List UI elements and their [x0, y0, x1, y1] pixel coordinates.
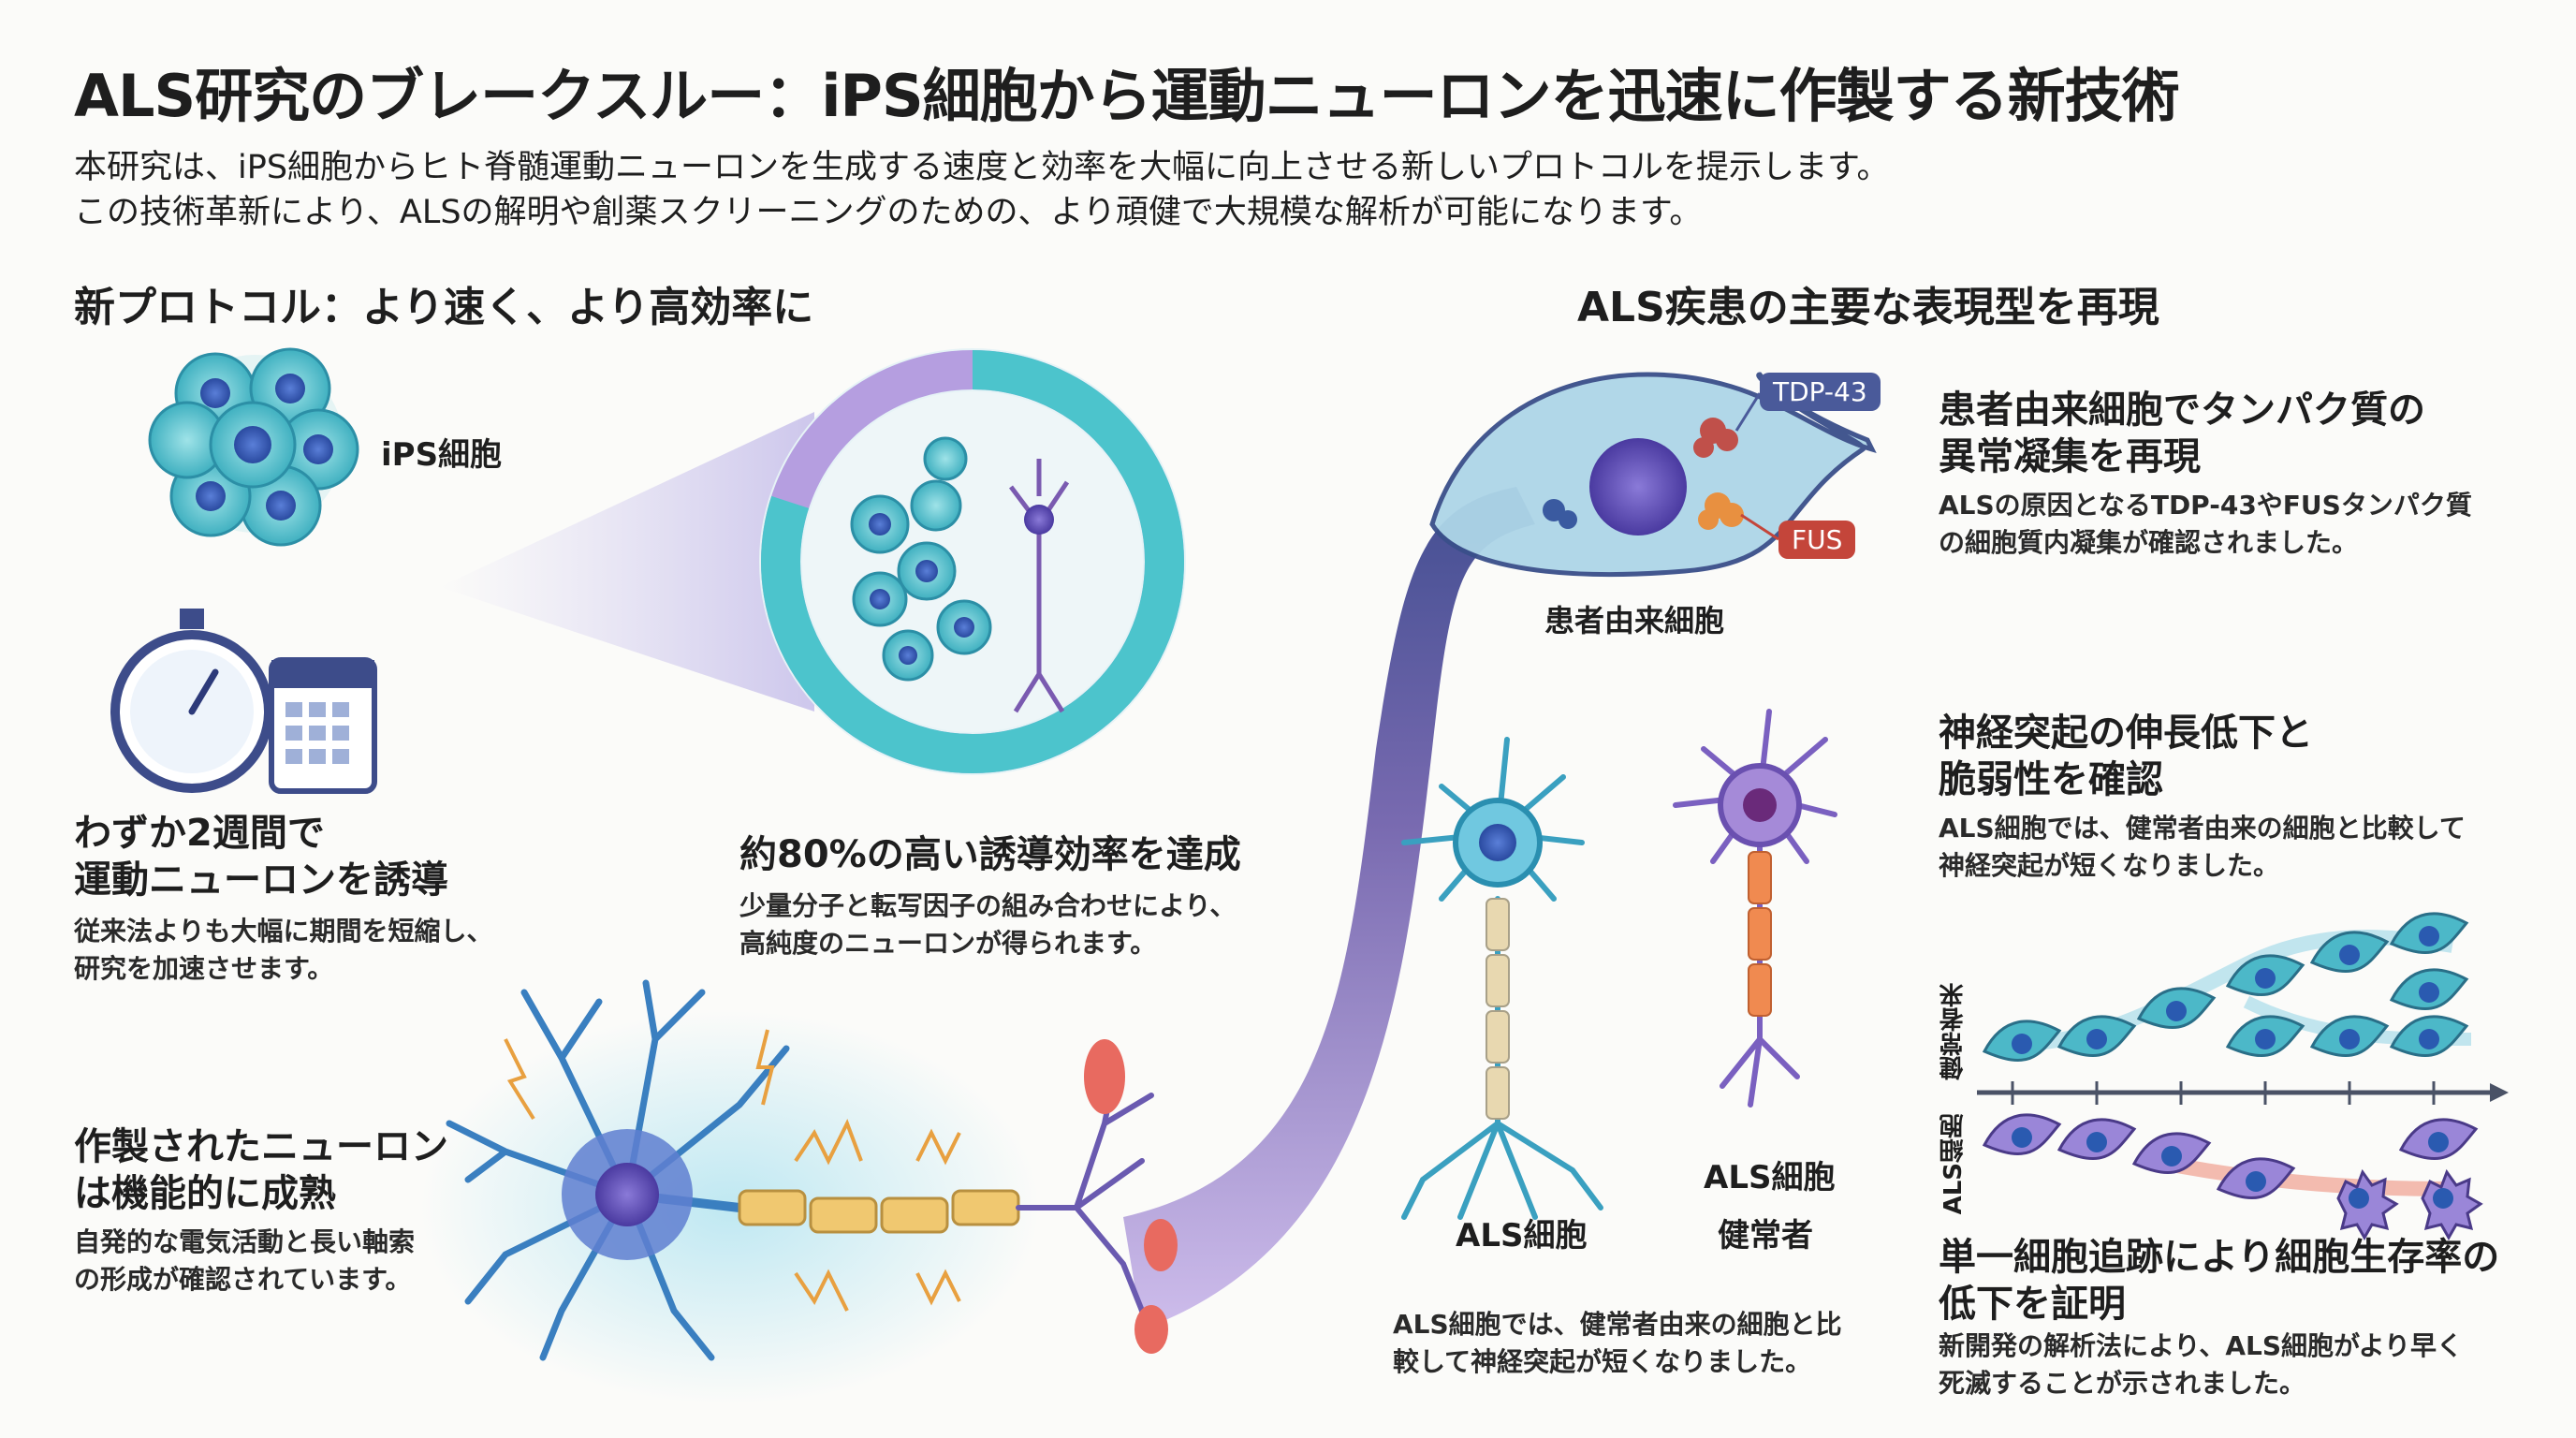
left-section-heading: 新プロトコル：より速く、より高効率に [74, 284, 814, 331]
neurite-desc-1: ALS細胞では、健常者由来の細胞と比較して [1939, 813, 2466, 844]
tracking-als-row-label: ALS細胞 [1939, 1114, 1968, 1215]
right-section-heading: ALS疾患の主要な表現型を再現 [1577, 284, 2159, 331]
aggregation-desc-1: ALSの原因となるTDP-43やFUSタンパク質 [1939, 490, 2472, 521]
speed-desc-2: 研究を加速させます。 [74, 953, 334, 984]
healthy-tracked-cell-nucleus [2012, 1034, 2032, 1054]
stopwatch-icon [110, 609, 273, 793]
ips-cell-label: iPS細胞 [381, 436, 503, 474]
cell-tracking-timeline [1977, 912, 2509, 1241]
zoom-cone [440, 412, 814, 712]
tracking-heading-1: 単一細胞追跡により細胞生存率の [1939, 1236, 2500, 1279]
fus-tag: FUS [1778, 521, 1856, 559]
aggregation-heading-1: 患者由来細胞でタンパク質の [1939, 389, 2425, 432]
efficiency-desc-1: 少量分子と転写因子の組み合わせにより、 [739, 890, 1237, 921]
speed-desc-1: 従来法よりも大幅に期間を短縮し、 [74, 916, 493, 946]
maturation-heading-1: 作製されたニューロン [74, 1125, 448, 1168]
healthy-tracked-cell-nucleus [2419, 982, 2439, 1003]
mature-neuron-illustration [421, 979, 1178, 1404]
efficiency-heading: 約80%の高い誘導効率を達成 [739, 833, 1241, 876]
healthy-tracked-cell-nucleus [2255, 1029, 2276, 1049]
als-neuron-right-label: ALS細胞 [1704, 1159, 1836, 1196]
tracking-desc-1: 新開発の解析法により、ALS細胞がより早く [1939, 1330, 2464, 1361]
connecting-ribbon [1123, 487, 1535, 1329]
aggregation-heading-2: 異常凝集を再現 [1939, 435, 2201, 478]
als-tracked-cell-nucleus [2086, 1132, 2107, 1152]
efficiency-ring [759, 348, 1186, 775]
ips-cell-cluster-icon [148, 347, 359, 547]
subtitle-line-2: この技術革新により、ALSの解明や創薬スクリーニングのための、より頑健で大規模な… [74, 194, 1703, 231]
als-tracked-cell-nucleus [2161, 1146, 2182, 1167]
als-neuron-left-illustration [1401, 737, 1603, 1220]
page-title: ALS研究のブレークスルー：iPS細胞から運動ニューロンを迅速に作製する新技術 [74, 62, 2180, 130]
healthy-tracked-cell-nucleus [2419, 926, 2439, 946]
speed-heading-1: わずか2週間で [74, 812, 325, 855]
tracking-heading-2: 低下を証明 [1939, 1283, 2126, 1326]
healthy-neuron-label: 健常者 [1718, 1217, 1813, 1255]
neurite-heading-1: 神経突起の伸長低下と [1939, 712, 2313, 755]
tracking-healthy-row-label: 健常者来 [1939, 983, 1968, 1080]
healthy-tracked-cell-nucleus [2339, 1029, 2360, 1049]
aggregation-desc-2: の細胞質内凝集が確認されました。 [1939, 527, 2359, 558]
als-dying-cell-nucleus [2433, 1188, 2453, 1209]
efficiency-ring-fill [761, 350, 1184, 773]
speed-heading-2: 運動ニューロンを誘導 [74, 858, 448, 902]
healthy-tracked-cell-nucleus [2166, 1001, 2187, 1021]
neurite-heading-2: 脆弱性を確認 [1939, 758, 2163, 801]
maturation-desc-2: の形成が確認されています。 [74, 1264, 412, 1295]
als-dying-cell [2421, 1168, 2483, 1241]
healthy-tracked-cell-nucleus [2339, 945, 2360, 965]
maturation-heading-2: は機能的に成熟 [74, 1172, 336, 1215]
als-neuron-left-label: ALS細胞 [1456, 1217, 1588, 1255]
calendar-icon [269, 657, 377, 794]
subtitle-line-1: 本研究は、iPS細胞からヒト脊髄運動ニューロンを生成する速度と効率を大幅に向上さ… [74, 149, 1890, 186]
neurite-caption-2: 較して神経突起が短くなりました。 [1393, 1346, 1812, 1377]
healthy-neuron-right-illustration [1673, 709, 1837, 1108]
healthy-tracked-cell-nucleus [2086, 1029, 2107, 1049]
als-dying-cell [2336, 1168, 2399, 1241]
patient-cell-label: 患者由来細胞 [1544, 603, 1725, 638]
healthy-tracked-cell-nucleus [2255, 968, 2276, 989]
healthy-tracked-cell-nucleus [2419, 1029, 2439, 1049]
als-tracked-cell-nucleus [2428, 1132, 2449, 1152]
neurite-caption-1: ALS細胞では、健常者由来の細胞と比 [1393, 1309, 1842, 1340]
als-tracked-cell-nucleus [2246, 1171, 2266, 1192]
als-tracked-cell-nucleus [2012, 1127, 2032, 1148]
tracking-desc-2: 死滅することが示されました。 [1939, 1368, 2306, 1399]
maturation-desc-1: 自発的な電気活動と長い軸索 [74, 1226, 416, 1257]
patient-cell-illustration [1429, 372, 1877, 577]
als-dying-cell-nucleus [2349, 1188, 2369, 1209]
tdp43-tag: TDP-43 [1760, 373, 1881, 411]
neurite-desc-2: 神経突起が短くなりました。 [1939, 850, 2280, 881]
efficiency-desc-2: 高純度のニューロンが得られます。 [739, 928, 1157, 959]
